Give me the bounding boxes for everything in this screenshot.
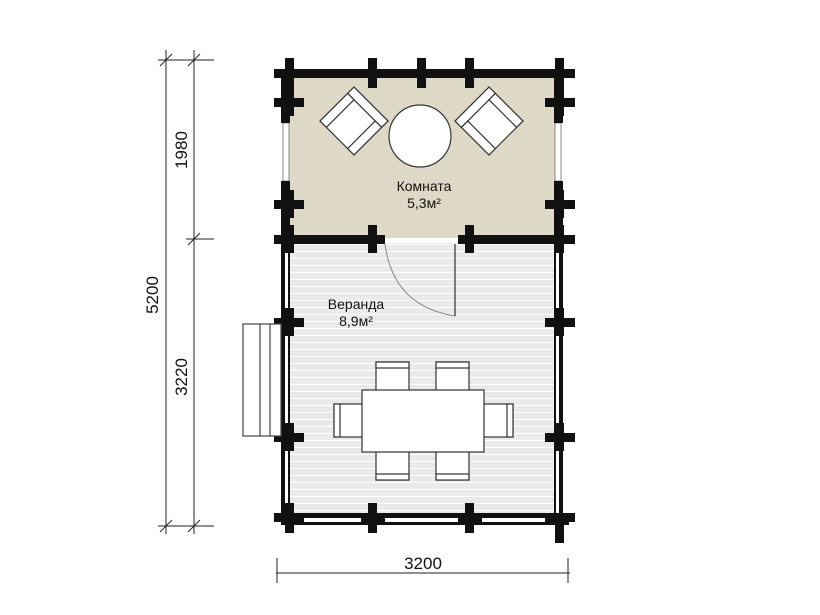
dimension-total-height: 5200 [143,276,162,314]
horizontal-dimension [276,558,570,583]
round-table [388,104,452,168]
dining-table [361,389,485,453]
dining-set [333,361,514,481]
dimension-width: 3200 [404,554,442,573]
veranda-name-label: Веранда [328,296,385,312]
log-crosses [274,58,575,543]
door [384,243,456,317]
veranda-area-label: 8,9м² [339,313,373,329]
entrance-steps [242,323,282,437]
room-name-label: Комната [397,178,452,194]
dimension-room-depth: 1980 [172,131,191,169]
vertical-dimensions [158,50,214,534]
armchair-left [319,86,389,156]
dimension-veranda-depth: 3220 [172,358,191,396]
armchair-right [454,86,524,156]
room-area-label: 5,3м² [407,195,441,211]
veranda-floor [288,243,556,518]
